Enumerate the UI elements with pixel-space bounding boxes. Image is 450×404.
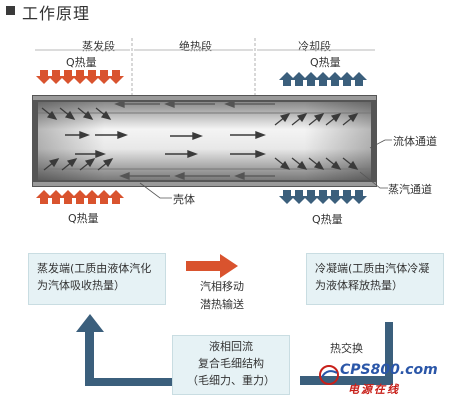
- evaporator-end-text: 蒸发端(工质由液体汽化为汽体吸收热量）: [37, 262, 152, 292]
- logo-sub-text: 电源在线: [348, 383, 400, 396]
- heat-out-arrows-bottom: [279, 190, 367, 204]
- shell-label: 壳体: [173, 193, 195, 206]
- heat-in-arrows-top: [36, 70, 124, 84]
- liquid-return-arrows-top: [114, 100, 275, 108]
- condenser-end-box: 冷凝端(工质由汽体冷凝为液体释放热量）: [306, 253, 444, 305]
- heat-label-bottom-left: Q热量: [68, 212, 99, 225]
- liquid-return-line3: （毛细力、重力）: [187, 374, 275, 387]
- liquid-return-arrows-bottom: [119, 172, 275, 180]
- heat-exchange-arrow: [300, 322, 393, 385]
- heat-out-arrows-top: [279, 72, 367, 86]
- liquid-return-line1: 液相回流: [209, 340, 253, 353]
- liquid-return-line2: 复合毛细结构: [198, 357, 264, 370]
- vapor-move-line2: 潜热输送: [200, 298, 244, 311]
- leader-lines: [139, 139, 392, 199]
- vapor-channel-label: 蒸汽通道: [388, 183, 432, 196]
- vapor-move-line1: 汽相移动: [200, 280, 244, 293]
- vapor-move-label: 汽相移动 潜热输送: [190, 278, 254, 314]
- heat-label-top-left: Q热量: [66, 56, 97, 69]
- condensation-arrows: [274, 113, 359, 170]
- liquid-return-box: 液相回流 复合毛细结构 （毛细力、重力）: [172, 335, 290, 395]
- heat-label-bottom-right: Q热量: [312, 213, 343, 226]
- evaporation-arrows: [41, 107, 114, 171]
- logo-globe-icon: [319, 365, 339, 385]
- vapor-move-arrow: [186, 254, 238, 278]
- page-title: 工作原理: [22, 4, 91, 23]
- logo-main-text: CPS800.com: [340, 362, 438, 378]
- liquid-return-arrow: [76, 314, 176, 386]
- heat-exchange-label: 热交换: [330, 342, 363, 355]
- heat-label-top-right: Q热量: [310, 56, 341, 69]
- segment-dividers: [131, 38, 256, 98]
- condenser-end-text: 冷凝端(工质由汽体冷凝为液体释放热量）: [315, 262, 430, 292]
- heat-in-arrows-bottom: [36, 190, 124, 204]
- vapor-flow-arrows: [65, 130, 266, 159]
- evaporator-end-box: 蒸发端(工质由液体汽化为汽体吸收热量）: [28, 253, 166, 305]
- fluid-channel-label: 流体通道: [393, 135, 437, 148]
- title-bullet: [6, 6, 15, 15]
